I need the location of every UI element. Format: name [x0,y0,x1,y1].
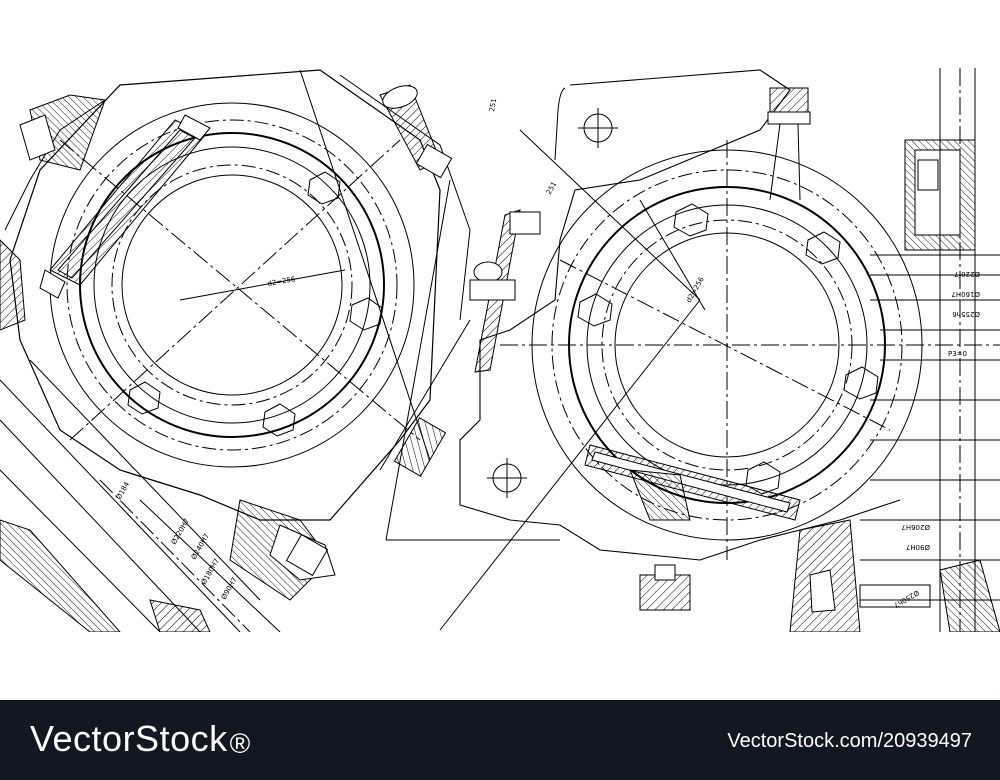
registered-mark-icon: ® [229,728,251,759]
right-stack-label-3: Ø255h6 [952,310,980,318]
image-id: VectorStock.com/20939497 [727,730,972,752]
blueprint-canvas: d2=256 d2=256 251 251 Ø220f7 Ø160H7 Ø255… [0,68,1000,632]
brand-logo: VectorStock® [30,718,251,760]
left-diameter-label: d2=256 [267,275,297,288]
left-stack-label-5: Ø90H7 [220,576,239,601]
watermark-footer: VectorStock® VectorStock.com/20939497 [0,700,1000,780]
right-stack-label-1: Ø220f7 [954,270,980,278]
right-housing [439,68,1000,632]
center-distance-label-b: 251 [545,180,559,196]
middle-link [385,179,560,541]
mechanical-drawing: d2=256 d2=256 251 251 Ø220f7 Ø160H7 Ø255… [0,68,1000,632]
left-stack-label-4: Ø180H7 [200,557,221,586]
brand-name: VectorStock [30,718,228,759]
right-stack-label-2: Ø160H7 [951,290,980,298]
right-diameter-label: d2=256 [685,275,706,304]
right-stack-label-5: Ø206H7 [901,523,930,531]
left-stack-label-1: Ø184 [115,480,132,501]
right-stack-label-6: Ø90H7 [906,543,930,551]
right-stack-label-4: P3=0 [948,350,967,358]
center-distance-label-a: 251 [488,98,498,113]
left-housing [0,69,471,632]
right-stack-label-7: Ø250h7 [892,588,920,609]
